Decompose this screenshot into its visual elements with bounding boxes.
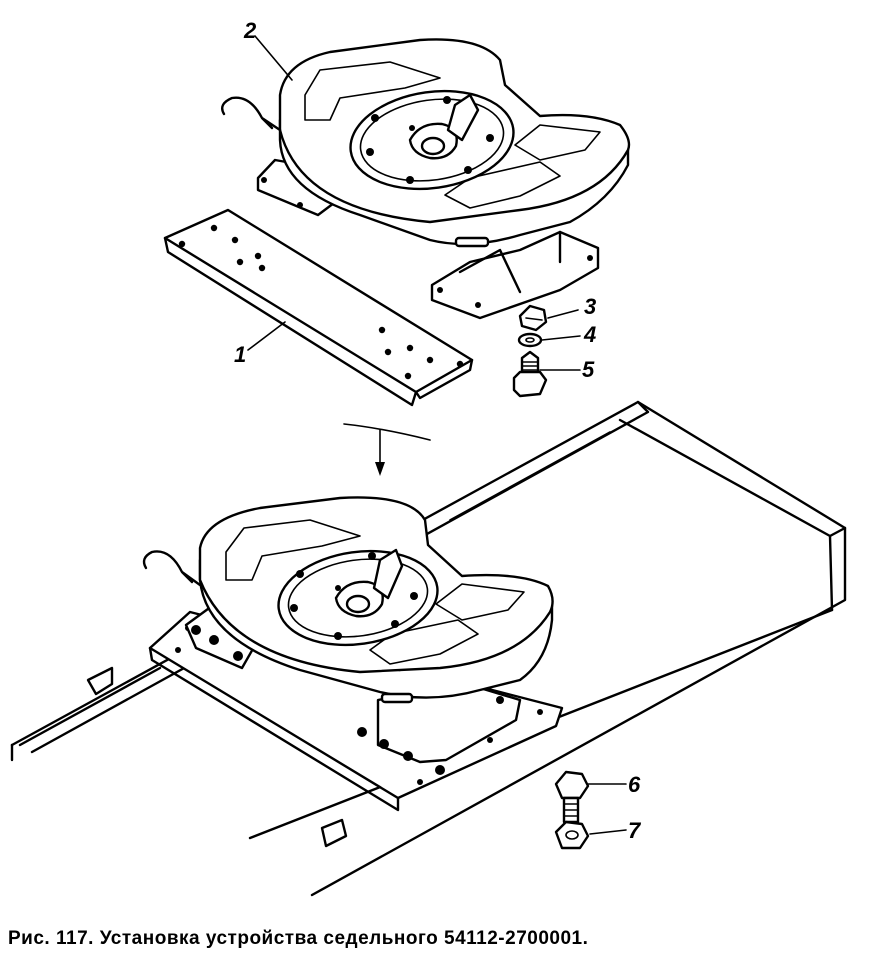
figure-caption: Рис. 117. Установка устройства седельног… <box>8 928 589 949</box>
nut-part-3 <box>518 304 548 332</box>
exploded-assembly-drawing: 2 1 3 4 5 6 7 <box>10 18 847 897</box>
nut-part-7 <box>554 820 590 850</box>
bolt-part-6 <box>554 770 590 824</box>
washer-part-4 <box>517 332 543 348</box>
callout-1: 1 <box>234 342 246 367</box>
callout-6: 6 <box>628 772 641 797</box>
callout-2: 2 <box>243 18 257 43</box>
mounting-plate-part-1 <box>163 208 474 407</box>
callout-5: 5 <box>582 357 595 382</box>
fifth-wheel-coupling-upper <box>221 38 631 320</box>
assembly-direction-arrow <box>343 423 431 476</box>
callout-3: 3 <box>584 294 596 319</box>
bolt-part-5 <box>512 350 548 398</box>
callout-leaders <box>247 35 627 835</box>
fifth-wheel-coupling-installed <box>142 496 554 775</box>
callout-4: 4 <box>583 322 596 347</box>
callout-7: 7 <box>628 818 642 843</box>
